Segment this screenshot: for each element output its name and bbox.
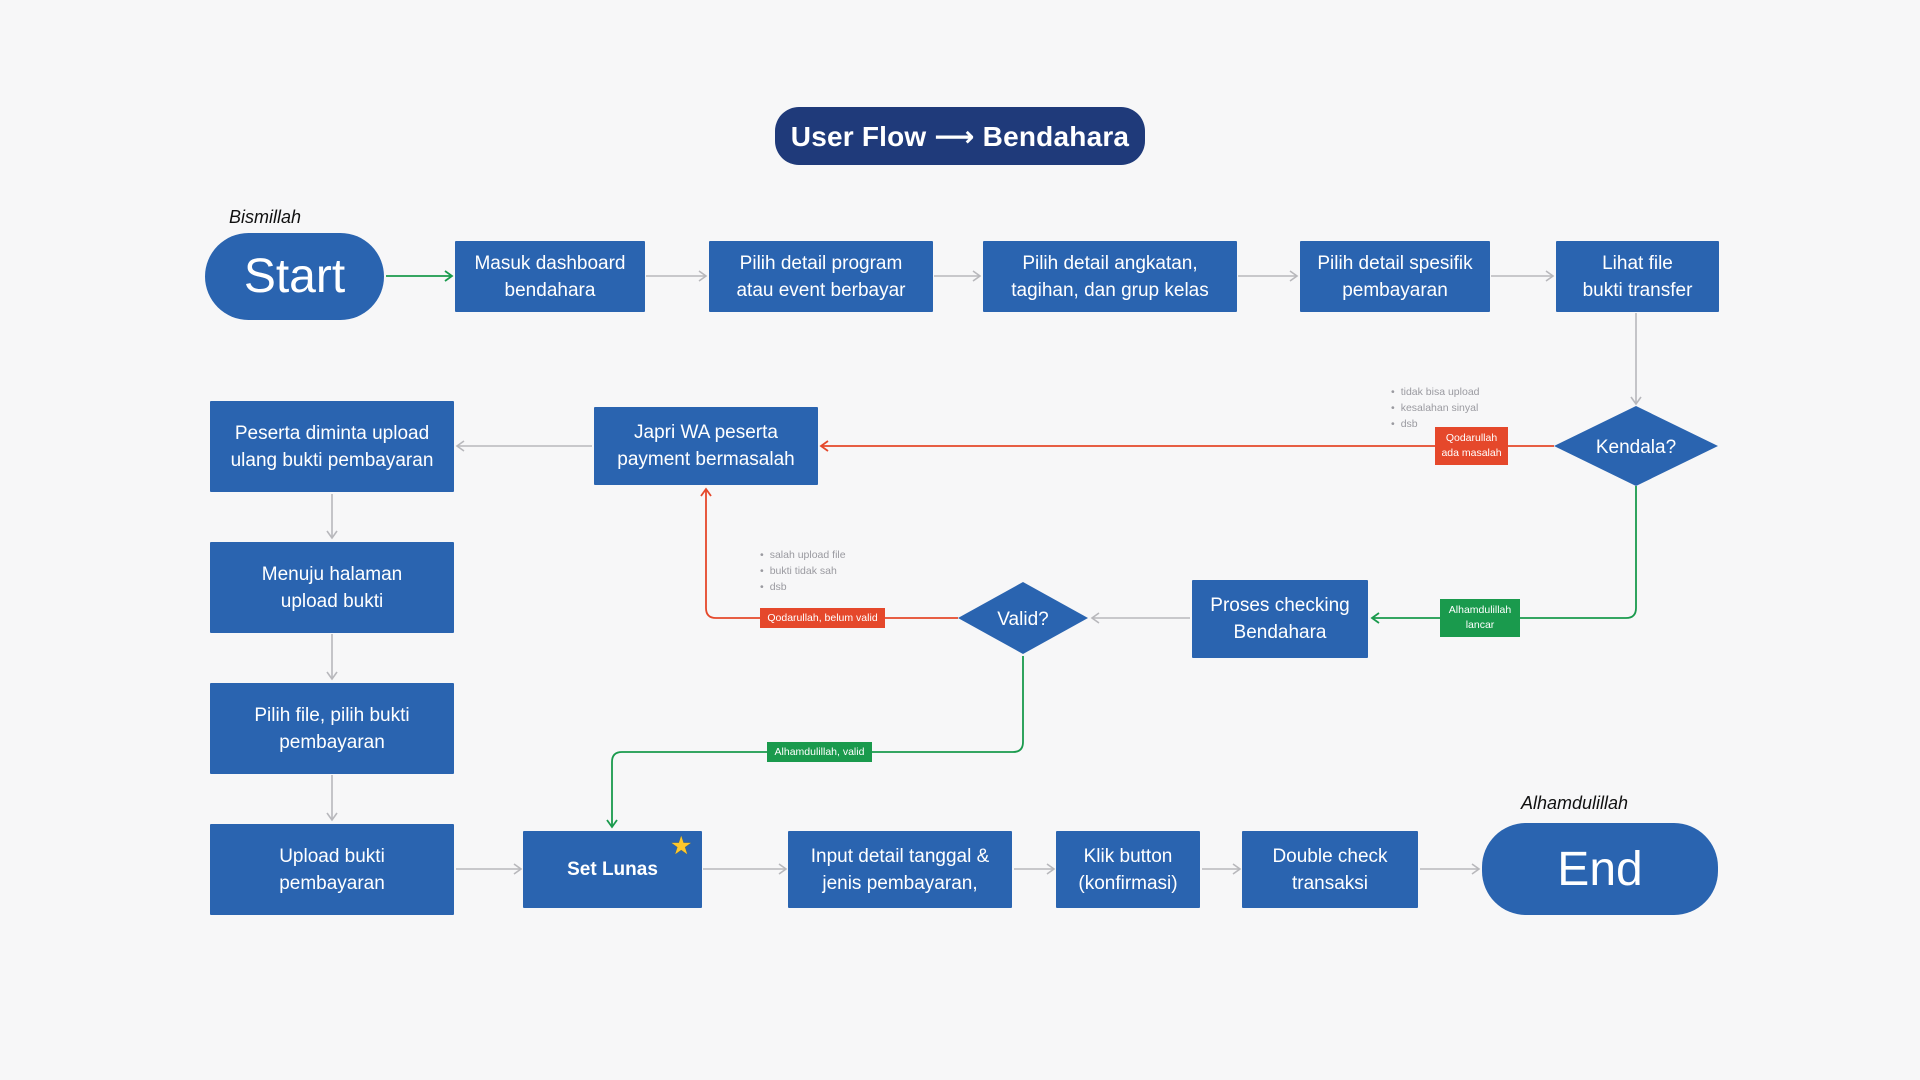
kendala-notes: tidak bisa upload kesalahan sinyal dsb (1391, 384, 1480, 432)
kendala-note: kesalahan sinyal (1391, 400, 1480, 416)
step-japri-wa: Japri WA peserta payment bermasalah (594, 407, 818, 485)
star-icon: ★ (670, 832, 693, 860)
tag-valid-ya: Alhamdulillah, valid (767, 742, 872, 762)
valid-note: salah upload file (760, 547, 846, 563)
decision-valid-label: Valid? (997, 609, 1048, 630)
step-klik-button: Klik button (konfirmasi) (1056, 831, 1200, 908)
step-pilih-spesifik: Pilih detail spesifik pembayaran (1300, 241, 1490, 312)
diagram-title: User Flow ⟶ Bendahara (775, 107, 1145, 165)
tag-valid-belum: Qodarullah, belum valid (760, 608, 885, 628)
kendala-note: dsb (1391, 416, 1480, 432)
decision-kendala-label: Kendala? (1596, 437, 1676, 458)
step-menuju-halaman: Menuju halaman upload bukti (210, 542, 454, 633)
start-caption: Bismillah (229, 207, 302, 227)
valid-note: dsb (760, 579, 846, 595)
step-double-check: Double check transaksi (1242, 831, 1418, 908)
step-input-detail: Input detail tanggal & jenis pembayaran, (788, 831, 1012, 908)
arrow-kendala-to-proses (1370, 486, 1637, 624)
step-pilih-program: Pilih detail program atau event berbayar (709, 241, 933, 312)
decision-kendala: Kendala? (1554, 406, 1718, 486)
tag-kendala-lancar: Alhamdulillah lancar (1440, 599, 1520, 637)
end-node: End (1482, 823, 1718, 915)
step-upload-ulang: Peserta diminta upload ulang bukti pemba… (210, 401, 454, 492)
step-pilih-file: Pilih file, pilih bukti pembayaran (210, 683, 454, 774)
end-caption: Alhamdulillah (1521, 793, 1629, 813)
decision-valid: Valid? (958, 582, 1088, 654)
tag-kendala-ada-masalah: Qodarullah ada masalah (1435, 427, 1508, 465)
valid-notes: salah upload file bukti tidak sah dsb (760, 547, 846, 595)
step-set-lunas: Set Lunas (523, 831, 702, 908)
valid-note: bukti tidak sah (760, 563, 846, 579)
step-upload-bukti: Upload bukti pembayaran (210, 824, 454, 915)
step-proses-checking: Proses checking Bendahara (1192, 580, 1368, 658)
step-masuk-dashboard: Masuk dashboard bendahara (455, 241, 645, 312)
step-pilih-angkatan: Pilih detail angkatan, tagihan, dan grup… (983, 241, 1237, 312)
step-lihat-file: Lihat file bukti transfer (1556, 241, 1719, 312)
start-node: Start (205, 233, 384, 320)
kendala-note: tidak bisa upload (1391, 384, 1480, 400)
arrow-valid-to-japri (700, 487, 958, 619)
